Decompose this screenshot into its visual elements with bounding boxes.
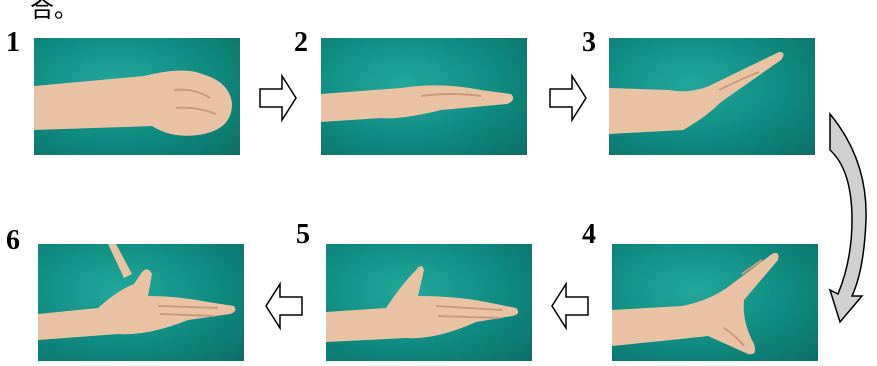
arrow-left-icon (550, 280, 590, 332)
arrow-right-icon (548, 72, 588, 124)
step-photo-hook (609, 38, 815, 155)
step-number-6: 6 (6, 226, 20, 256)
step-photo-fist (34, 38, 240, 155)
curved-arrow-down-icon (822, 110, 872, 326)
step-photo-open-palm (326, 244, 532, 361)
step-number-2: 2 (294, 28, 308, 58)
step-number-3: 3 (582, 28, 596, 58)
step-number-5: 5 (296, 220, 310, 250)
arrow-right-icon (258, 72, 298, 124)
step-photo-thumb-stretch (38, 244, 244, 361)
step-number-4: 4 (582, 220, 596, 250)
step-photo-wrist-extended (612, 244, 818, 361)
step-photo-flat-hand (321, 38, 527, 155)
step-number-1: 1 (6, 28, 20, 58)
arrow-left-icon (264, 280, 304, 332)
caption-text: 合。 (30, 0, 78, 24)
